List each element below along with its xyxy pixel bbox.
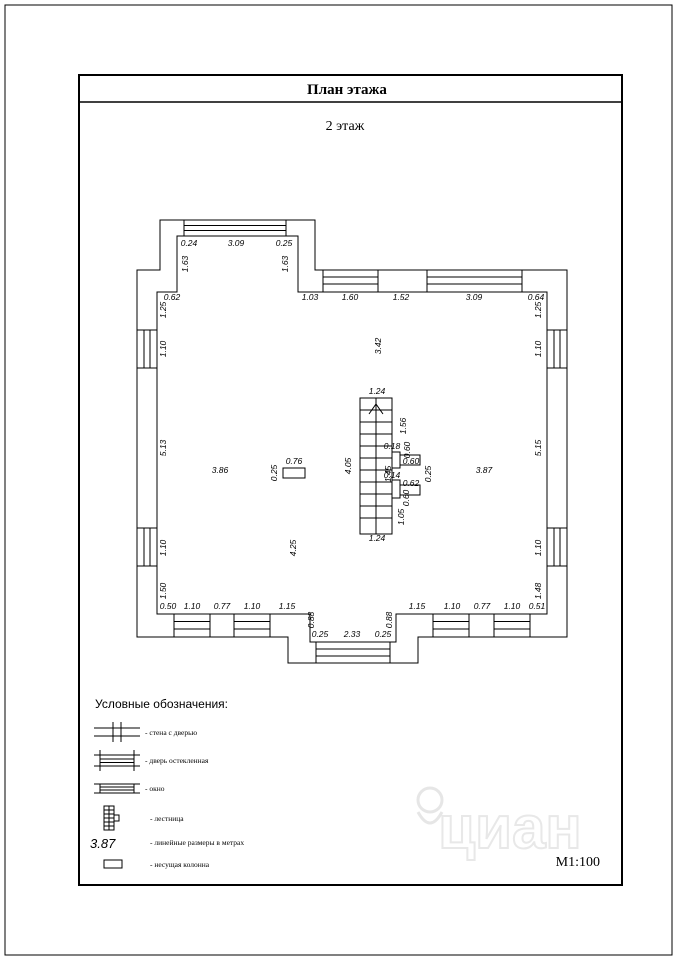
dim-label: 0.25	[312, 629, 329, 639]
window-left-2	[136, 527, 158, 567]
dim-label: 1.24	[369, 533, 386, 543]
legend-label: - дверь остекленная	[145, 756, 209, 765]
glazed-door-symbol	[94, 750, 140, 771]
dim-label: 3.09	[466, 292, 483, 302]
outer-wall-outline	[136, 219, 568, 664]
dim-label: 1.10	[158, 340, 168, 357]
window-top-2	[426, 269, 523, 293]
watermark-text: циан	[438, 794, 581, 861]
drawing-frame	[78, 74, 623, 886]
staircase-symbol	[103, 805, 120, 831]
legend-label: - стена с дверью	[145, 728, 198, 737]
bearing-column	[282, 467, 306, 479]
dim-label: 0.24	[181, 238, 198, 248]
dim-label: 1.10	[533, 340, 543, 357]
dim-label: 1.10	[244, 601, 261, 611]
dim-label: 0.60	[402, 441, 412, 458]
dim-label: 2.33	[343, 629, 361, 639]
dim-label: 1.25	[158, 301, 168, 318]
window-top-1	[322, 269, 379, 293]
window-bottom-2	[233, 613, 271, 638]
dim-label: 0.77	[474, 601, 491, 611]
stair-direction-arrow	[368, 403, 384, 440]
page-border	[4, 4, 673, 956]
dim-label: 0.60	[401, 489, 411, 506]
column-near-stair-1	[399, 454, 421, 466]
window-bottom-bay	[315, 641, 391, 664]
window-bottom-1	[173, 613, 211, 638]
dim-label: 1.03	[302, 292, 319, 302]
dim-label: 0.25	[276, 238, 293, 248]
dim-label: 1.15	[279, 601, 296, 611]
floor-plan	[136, 219, 568, 664]
legend-label: - несущая колонна	[150, 860, 210, 869]
dim-label: 0.51	[529, 601, 546, 611]
dim-label: 1.10	[504, 601, 521, 611]
staircase	[359, 397, 421, 535]
dimension-sample: 3.87	[90, 836, 116, 851]
dim-label: 0.88	[306, 611, 316, 628]
dim-label: 0.62	[403, 478, 420, 488]
dim-label: 1.48	[533, 582, 543, 599]
dim-label: 1.25	[533, 301, 543, 318]
dim-label: 0.62	[164, 292, 181, 302]
dim-label: 0.14	[384, 470, 401, 480]
dim-label: 0.25	[423, 465, 433, 482]
dim-label: 4.25	[288, 539, 298, 556]
dim-label: 1.45	[383, 465, 393, 482]
legend: Условные обозначения: - стена с дверью -…	[90, 697, 244, 869]
dim-label: 1.24	[369, 386, 386, 396]
dim-label: 0.18	[384, 441, 401, 451]
dim-label: 1.05	[396, 508, 406, 525]
dim-label: 0.25	[269, 464, 279, 481]
window-symbol	[94, 783, 140, 794]
legend-label: - лестница	[150, 814, 184, 823]
column-symbol	[103, 859, 123, 869]
legend-label: - окно	[145, 784, 165, 793]
dim-label: 3.42	[373, 337, 383, 354]
window-right-2	[546, 527, 568, 567]
window-top-bay	[183, 219, 287, 237]
dim-label: 1.10	[444, 601, 461, 611]
dim-label: 1.63	[280, 255, 290, 272]
dimension-labels: 0.24 3.09 0.25 1.63 1.63 0.62 1.03 1.60 …	[158, 238, 546, 639]
column-near-stair-2	[399, 484, 421, 496]
dim-label: 1.56	[398, 417, 408, 434]
dim-label: 1.60	[342, 292, 359, 302]
dim-label: 1.63	[180, 255, 190, 272]
window-bottom-4	[493, 613, 531, 638]
window-left-1	[136, 329, 158, 369]
dim-label: 0.76	[286, 456, 303, 466]
dim-label: 3.86	[212, 465, 229, 475]
sheet-title: План этажа	[307, 82, 387, 98]
watermark	[416, 786, 444, 825]
wall-with-door-symbol	[94, 722, 140, 742]
dim-label: 1.15	[409, 601, 426, 611]
dim-label: 3.87	[476, 465, 493, 475]
dim-label: 0.64	[528, 292, 545, 302]
window-bottom-3	[432, 613, 470, 638]
scale-label: М1:100	[556, 855, 600, 870]
legend-heading: Условные обозначения:	[95, 697, 228, 711]
windows	[136, 219, 568, 664]
dim-label: 1.52	[393, 292, 410, 302]
dim-label: 1.50	[158, 582, 168, 599]
dim-label: 4.05	[343, 457, 353, 474]
dim-label: 5.15	[533, 439, 543, 456]
legend-label: - линейные размеры в метрах	[150, 838, 244, 847]
dim-label: 1.10	[533, 539, 543, 556]
window-right-1	[546, 329, 568, 369]
dim-label: 0.77	[214, 601, 231, 611]
dim-label: 0.88	[384, 611, 394, 628]
inner-wall-outline	[156, 235, 548, 643]
dim-label: 1.10	[158, 539, 168, 556]
floor-label: 2 этаж	[326, 119, 365, 134]
dim-label: 0.60	[403, 456, 420, 466]
dim-label: 1.10	[184, 601, 201, 611]
dim-label: 5.13	[158, 439, 168, 456]
dim-label: 0.25	[375, 629, 392, 639]
dim-label: 0.50	[160, 601, 177, 611]
dim-label: 3.09	[228, 238, 245, 248]
